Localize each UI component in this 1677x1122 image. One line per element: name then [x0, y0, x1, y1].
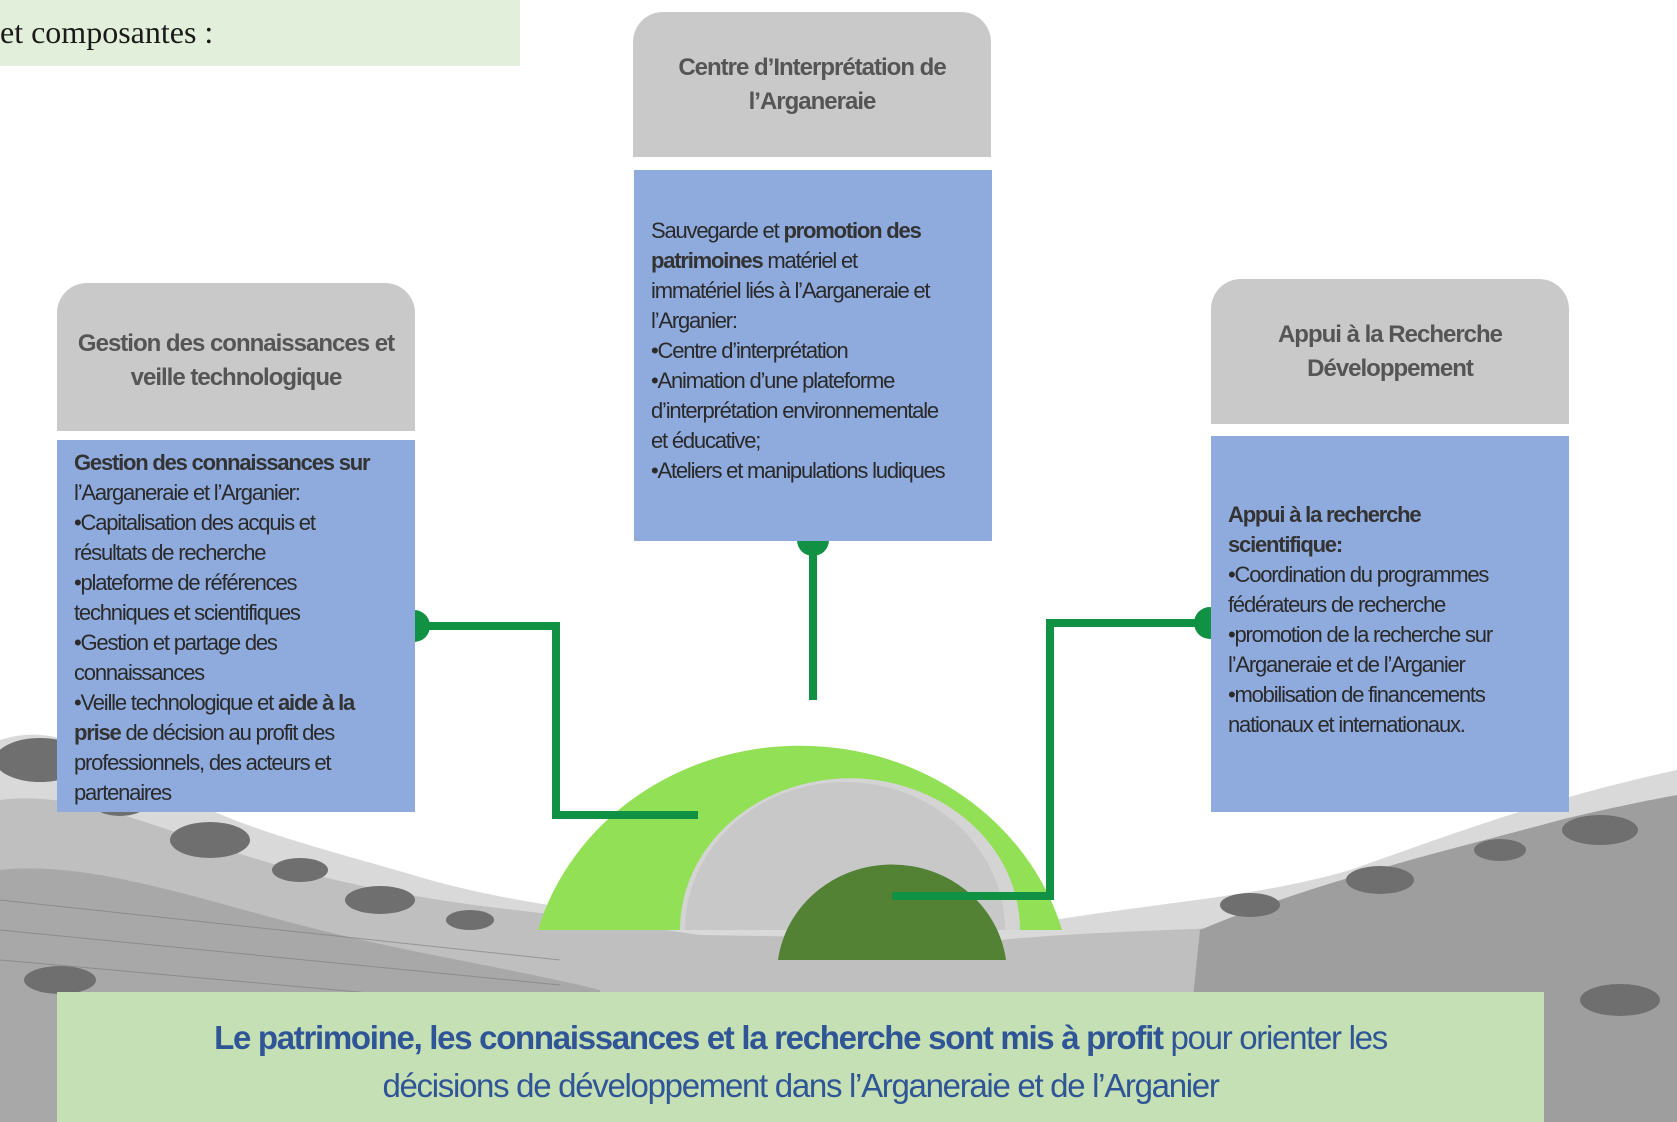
right-intro-bold2: scientifique:: [1228, 532, 1343, 557]
left-item-4-bold2: prise: [74, 720, 122, 745]
left-item-1: •Capitalisation des acquis et: [74, 510, 316, 535]
left-item-4b: professionnels, des acteurs et: [74, 750, 331, 775]
right-heading-box: Appui à la Recherche Développement: [1211, 279, 1569, 424]
left-item-2: •plateforme de références: [74, 570, 297, 595]
center-intro-line4: l’Arganier:: [651, 308, 738, 333]
center-intro-bold2: patrimoines: [651, 248, 764, 273]
left-item-3b: connaissances: [74, 660, 205, 685]
footer-rest-1: pour orienter les: [1170, 1019, 1389, 1056]
left-item-2b: techniques et scientifiques: [74, 600, 301, 625]
footer-band: Le patrimoine, les connaissances et la r…: [57, 992, 1544, 1122]
left-body-box: Gestion des connaissances sur l’Aarganer…: [57, 440, 415, 812]
page-title: et composantes :: [0, 14, 214, 50]
footer-bold: Le patrimoine, les connaissances et la r…: [214, 1019, 1164, 1056]
title-band: et composantes :: [0, 0, 520, 66]
right-item-1: •Coordination du programmes: [1228, 562, 1489, 587]
right-connector: [892, 619, 1210, 900]
right-item-1b: fédérateurs de recherche: [1228, 592, 1446, 617]
inner-arc: [778, 864, 1006, 960]
right-item-3b: nationaux et internationaux.: [1228, 712, 1466, 737]
center-item-1: •Centre d’interprétation: [651, 338, 849, 363]
right-intro-bold1: Appui à la recherche: [1228, 502, 1422, 527]
center-intro-start: Sauvegarde et: [651, 218, 780, 243]
left-item-4-start: •Veille technologique et: [74, 690, 274, 715]
right-item-2b: l’Arganeraie et de l’Arganier: [1228, 652, 1466, 677]
center-intro-rest: matériel et: [767, 248, 858, 273]
left-connector: [414, 622, 698, 819]
center-item-2: •Animation d’une plateforme: [651, 368, 895, 393]
center-heading: Centre d’Interprétation de l’Arganeraie: [678, 53, 946, 115]
left-item-1b: résultats de recherche: [74, 540, 266, 565]
right-item-3: •mobilisation de financements: [1228, 682, 1486, 707]
left-intro-bold: Gestion des connaissances sur: [74, 450, 371, 475]
left-item-4c: partenaires: [74, 780, 172, 805]
left-intro-rest: l’Aarganeraie et l’Arganier:: [74, 480, 301, 505]
left-item-3: •Gestion et partage des: [74, 630, 278, 655]
right-heading: Appui à la Recherche Développement: [1277, 320, 1503, 382]
center-item-2c: et éducative;: [651, 428, 761, 453]
left-item-4-rest: de décision au profit des: [125, 720, 336, 745]
center-item-2b: d’interprétation environnementale: [651, 398, 939, 423]
center-heading-box: Centre d’Interprétation de l’Arganeraie: [633, 12, 991, 157]
center-intro-bold1: promotion des: [783, 218, 921, 243]
right-item-2: •promotion de la recherche sur: [1228, 622, 1493, 647]
center-intro-line3: immatériel liés à l’Aarganeraie et: [651, 278, 931, 303]
footer-rest-2: décisions de développement dans l’Argane…: [382, 1067, 1219, 1104]
left-heading-box: Gestion des connaissances et veille tech…: [57, 283, 415, 431]
right-body-box: Appui à la recherche scientifique: •Coor…: [1211, 436, 1569, 812]
left-item-4-bold1: aide à la: [278, 690, 355, 715]
center-body-box: Sauvegarde et promotion des patrimoines …: [634, 170, 992, 541]
center-item-3: •Ateliers et manipulations ludiques: [651, 458, 946, 483]
left-heading: Gestion des connaissances et veille tech…: [77, 330, 395, 391]
